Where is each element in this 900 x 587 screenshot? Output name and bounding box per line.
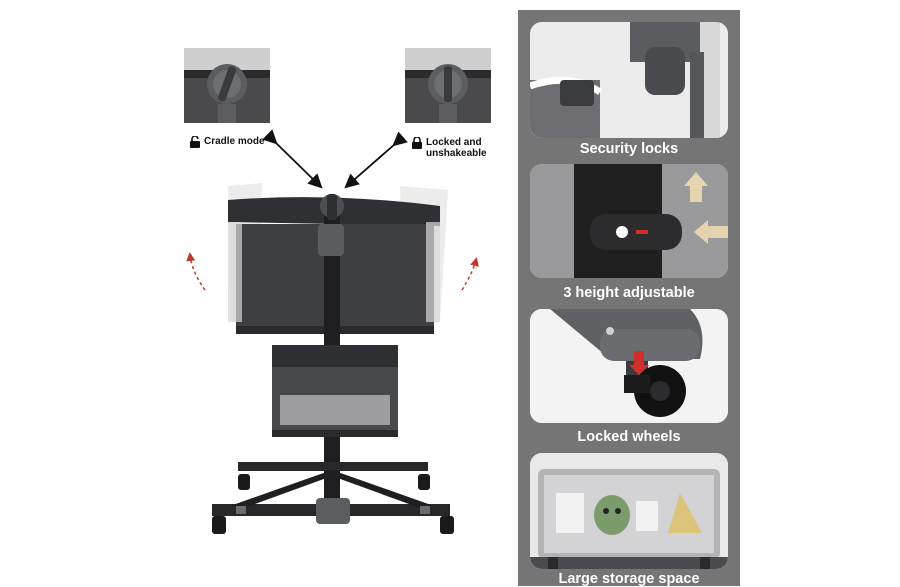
locked-mode-caption: Locked and unshakeable [412, 136, 487, 159]
product-illustration: Cradle mode Locked and unshakeable [184, 48, 491, 534]
locked-label-line2: unshakeable [426, 148, 487, 159]
security-locks-label: Security locks [579, 141, 679, 157]
feature-panel: Security locks 3 height adjustable Lo [518, 10, 740, 587]
locked-mode-detail-image [405, 48, 491, 123]
storage-space-image [530, 453, 728, 569]
height-adjustable-image [530, 164, 728, 278]
cradle-mode-detail-image [184, 48, 270, 123]
locked-padlock-icon [412, 136, 422, 149]
unlocked-padlock-icon [190, 135, 200, 148]
security-locks-image [530, 22, 728, 138]
storage-space-label: Large storage space [558, 571, 700, 587]
locked-wheels-label: Locked wheels [577, 429, 681, 445]
cradle-mode-caption: Cradle mode [190, 135, 265, 148]
bassinet-drawing [186, 129, 479, 534]
locked-wheels-image [530, 309, 728, 423]
height-adjustable-label: 3 height adjustable [563, 285, 695, 301]
cradle-mode-label: Cradle mode [204, 136, 265, 147]
locked-label-line1: Locked and [426, 137, 482, 148]
